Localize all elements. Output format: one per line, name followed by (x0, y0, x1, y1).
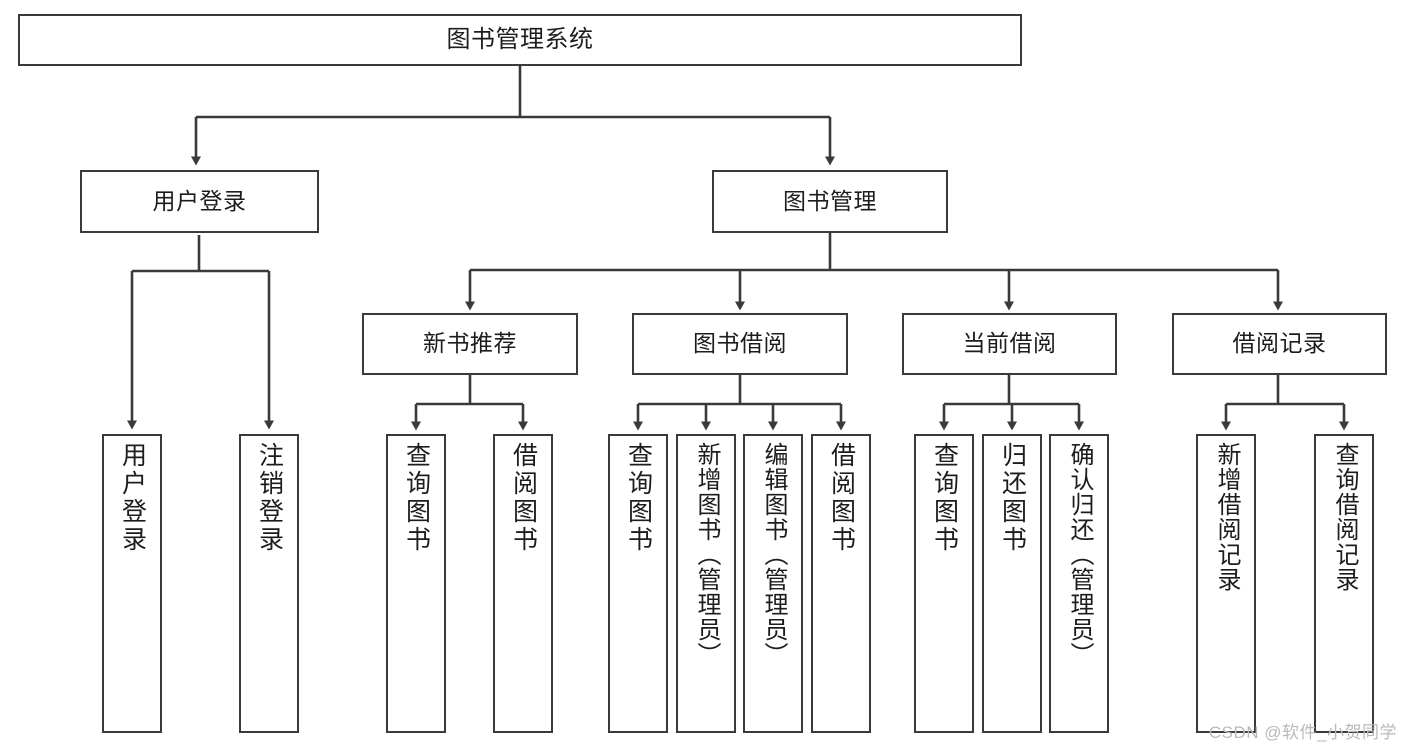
leaf-borrow-add-book-admin[interactable]: 新增图书（管理员） (676, 434, 736, 733)
node-root-system[interactable]: 图书管理系统 (18, 14, 1022, 66)
leaf-borrow-edit-book-admin[interactable]: 编辑图书（管理员） (743, 434, 803, 733)
leaf-new-book-query[interactable]: 查询图书 (386, 434, 446, 733)
node-label: 用户登录 (118, 442, 147, 554)
node-label: 确认归还（管理员） (1066, 442, 1093, 667)
node-label: 图书管理 (783, 187, 877, 214)
leaf-record-add-record[interactable]: 新增借阅记录 (1196, 434, 1256, 733)
node-label: 新书推荐 (423, 330, 517, 357)
node-label: 图书管理系统 (446, 25, 594, 53)
node-book-borrow[interactable]: 图书借阅 (632, 313, 848, 375)
node-label: 查询图书 (402, 442, 431, 554)
leaf-user-login-login[interactable]: 用户登录 (102, 434, 162, 733)
node-label: 新增图书（管理员） (693, 442, 720, 667)
node-label: 查询图书 (930, 442, 959, 554)
node-label: 借阅图书 (509, 442, 538, 554)
node-label: 当前借阅 (962, 330, 1057, 357)
leaf-current-confirm-return-admin[interactable]: 确认归还（管理员） (1049, 434, 1109, 733)
node-label: 新增借阅记录 (1213, 442, 1240, 592)
leaf-new-book-borrow[interactable]: 借阅图书 (493, 434, 553, 733)
node-label: 图书借阅 (693, 330, 787, 357)
node-label: 归还图书 (998, 442, 1027, 554)
leaf-record-query-record[interactable]: 查询借阅记录 (1314, 434, 1374, 733)
node-label: 借阅记录 (1232, 330, 1327, 357)
node-label: 编辑图书（管理员） (760, 442, 787, 667)
leaf-current-query-book[interactable]: 查询图书 (914, 434, 974, 733)
node-label: 借阅图书 (827, 442, 856, 554)
node-borrow-record[interactable]: 借阅记录 (1172, 313, 1387, 375)
node-label: 查询图书 (624, 442, 653, 554)
leaf-borrow-borrow-book[interactable]: 借阅图书 (811, 434, 871, 733)
leaf-current-return-book[interactable]: 归还图书 (982, 434, 1042, 733)
watermark-text: CSDN @软件_小贺同学 (1208, 723, 1397, 742)
node-label: 用户登录 (152, 187, 247, 214)
node-new-book-recommend[interactable]: 新书推荐 (362, 313, 578, 375)
node-label: 注销登录 (255, 442, 284, 554)
leaf-borrow-query-book[interactable]: 查询图书 (608, 434, 668, 733)
node-book-management[interactable]: 图书管理 (712, 170, 948, 233)
node-current-borrow[interactable]: 当前借阅 (902, 313, 1117, 375)
node-label: 查询借阅记录 (1331, 442, 1358, 592)
node-user-login[interactable]: 用户登录 (80, 170, 319, 233)
leaf-user-login-logout[interactable]: 注销登录 (239, 434, 299, 733)
